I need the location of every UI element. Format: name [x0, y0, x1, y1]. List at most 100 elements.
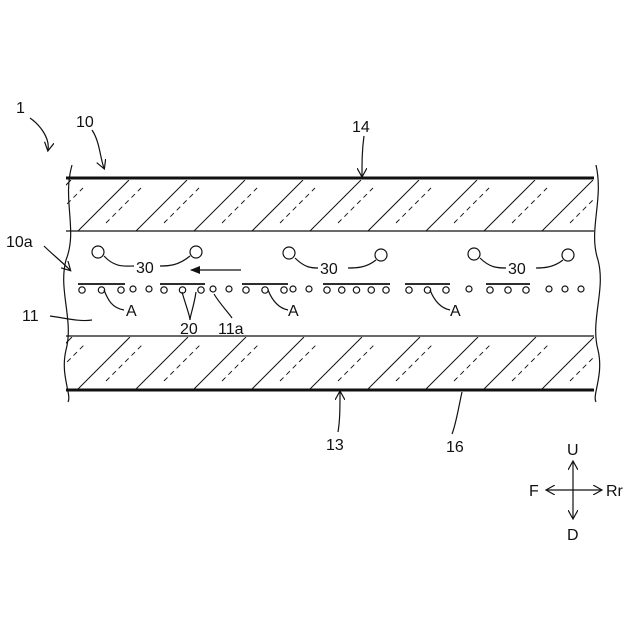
fan-circle	[562, 249, 574, 261]
element-circle	[406, 287, 412, 293]
hole-dot	[210, 286, 216, 292]
element-circle	[368, 287, 374, 293]
hatch-dash	[570, 188, 605, 223]
label-bottom-sheet: 16	[446, 439, 464, 456]
element-circle	[339, 287, 345, 293]
hatch-line	[310, 180, 361, 231]
label-fan-2: 30	[320, 261, 338, 278]
hatch-dash	[454, 188, 489, 223]
label-floor: 11	[22, 308, 39, 325]
element-circle	[353, 287, 359, 293]
hole-dot	[578, 286, 584, 292]
hole-dot	[226, 286, 232, 292]
label-element-group: 20	[180, 321, 198, 338]
hole-dot	[562, 286, 568, 292]
label-device: 1	[16, 100, 25, 117]
label-space: 10a	[6, 234, 33, 251]
element-group	[405, 284, 450, 293]
label-hole: 11a	[218, 321, 244, 338]
hole-dot	[466, 286, 472, 292]
hatch-line	[194, 180, 245, 231]
hatch-line	[136, 180, 187, 231]
label-top-member: 14	[352, 119, 370, 136]
hatch-dash	[164, 345, 200, 381]
direction-front-label: F	[529, 483, 539, 500]
element-circle	[281, 287, 287, 293]
right-break-line	[595, 165, 601, 402]
hatch-line	[542, 337, 594, 389]
hatch-line	[368, 180, 419, 231]
hatch-line	[542, 180, 593, 231]
direction-up-label: U	[567, 442, 579, 459]
fan-circle	[283, 247, 295, 259]
hatch-dash	[280, 188, 315, 223]
hatch-line	[600, 337, 640, 389]
leader-lines	[30, 118, 462, 434]
hatch-line	[78, 180, 129, 231]
fan-circle	[468, 248, 480, 260]
element-circle	[383, 287, 389, 293]
hole-dot	[306, 286, 312, 292]
hatch-dash	[454, 345, 490, 381]
hatch-dash	[338, 345, 374, 381]
element-circle	[198, 287, 204, 293]
fan-circle	[92, 246, 104, 258]
element-circle	[487, 287, 493, 293]
element-circle	[118, 287, 124, 293]
hatch-dash	[164, 188, 199, 223]
element-group	[486, 284, 530, 293]
element-circle	[161, 287, 167, 293]
hatch-line	[252, 337, 304, 389]
element-circle	[262, 287, 268, 293]
hatch-dash	[48, 188, 83, 223]
hole-dot	[546, 286, 552, 292]
hatch-dash	[512, 345, 548, 381]
bottom-member	[20, 336, 640, 390]
hatch-dash	[628, 188, 640, 223]
element-group	[323, 284, 390, 293]
label-region-3: A	[450, 303, 461, 320]
hatch-line	[484, 180, 535, 231]
label-fan-3: 30	[508, 261, 526, 278]
hatch-dash	[628, 345, 640, 381]
hatch-line	[600, 180, 640, 231]
element-group	[242, 284, 288, 293]
direction-indicator: U D F Rr	[529, 442, 624, 544]
element-group	[78, 284, 125, 293]
hatch-line	[136, 337, 188, 389]
hole-dot	[146, 286, 152, 292]
label-region-2: A	[288, 303, 299, 320]
direction-down-label: D	[567, 527, 579, 544]
hatch-dash	[570, 345, 606, 381]
element-circle	[79, 287, 85, 293]
hatch-dash	[396, 188, 431, 223]
label-bottom-member: 13	[326, 437, 344, 454]
fan-circle	[190, 246, 202, 258]
hatch-line	[194, 337, 246, 389]
direction-rear-label: Rr	[606, 483, 624, 500]
hatch-line	[20, 180, 71, 231]
hatch-dash	[396, 345, 432, 381]
element-circle	[523, 287, 529, 293]
hatch-dash	[280, 345, 316, 381]
hole-dot	[290, 286, 296, 292]
label-region-1: A	[126, 303, 137, 320]
element-circle	[443, 287, 449, 293]
top-member	[20, 178, 640, 231]
label-fan-1: 30	[136, 260, 154, 277]
hatch-dash	[222, 345, 258, 381]
hatch-line	[484, 337, 536, 389]
hatch-line	[426, 337, 478, 389]
hatch-dash	[222, 188, 257, 223]
element-circle	[505, 287, 511, 293]
label-body: 10	[76, 114, 94, 131]
hatch-line	[426, 180, 477, 231]
element-circle	[243, 287, 249, 293]
element-circle	[324, 287, 330, 293]
hatch-dash	[106, 345, 142, 381]
hole-dot	[130, 286, 136, 292]
fan-circle	[375, 249, 387, 261]
hatch-dash	[338, 188, 373, 223]
element-circle	[98, 287, 104, 293]
